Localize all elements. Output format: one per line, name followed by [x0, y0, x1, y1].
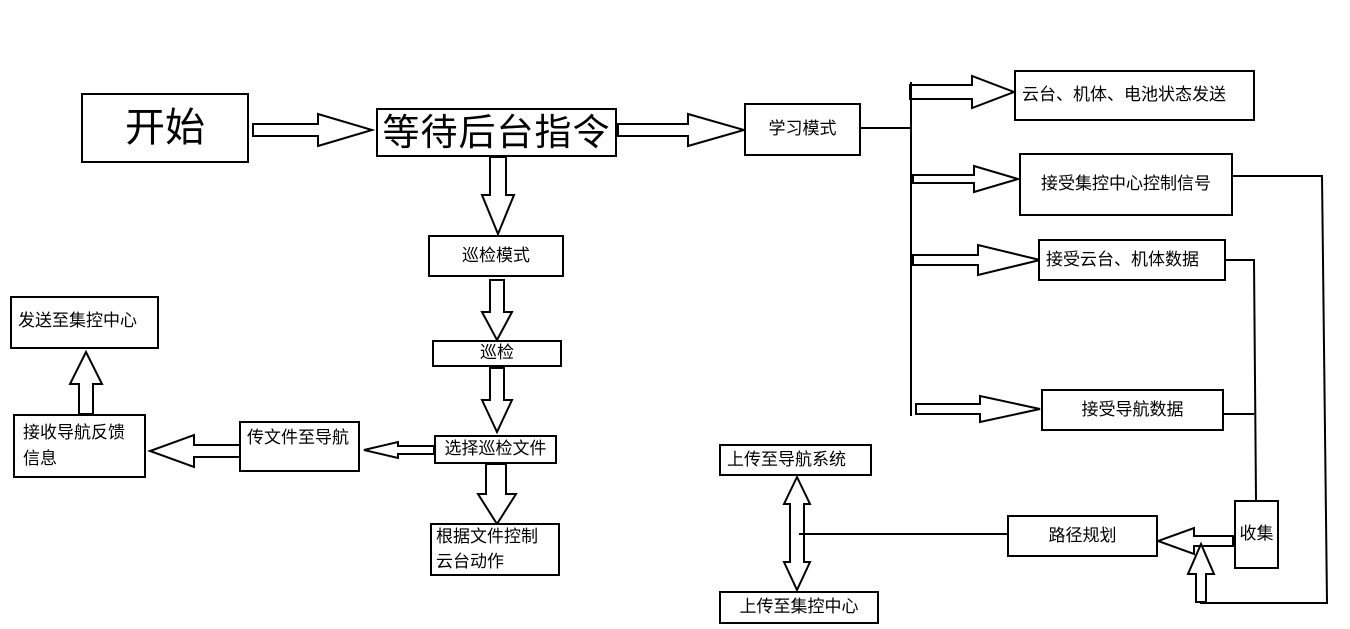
node-control-gimbal: 根据文件控制云台动作	[430, 523, 560, 576]
node-receive-nav-feedback: 接收导航反馈信息	[13, 414, 146, 478]
node-send-status: 云台、机体、电池状态发送	[1014, 70, 1255, 121]
arrow-collect-to-path	[1155, 526, 1234, 556]
node-send-file-nav: 传文件至导航	[239, 421, 360, 472]
node-select-patrol-file: 选择巡检文件	[434, 435, 557, 464]
arrow-branch-to-gimbal	[912, 243, 1041, 277]
node-learning-mode: 学习模式	[744, 103, 861, 156]
node-path-planning: 路径规划	[1007, 515, 1158, 557]
node-receive-gimbal-data: 接受云台、机体数据	[1038, 239, 1226, 281]
node-upload-nav: 上传至导航系统	[719, 444, 872, 476]
arrow-sendfile-to-feedback	[147, 433, 241, 469]
arrow-feedback-to-center	[68, 349, 104, 415]
node-receive-control: 接受集控中心控制信号	[1019, 153, 1233, 216]
node-send-to-center: 发送至集控中心	[10, 296, 159, 349]
node-patrol: 巡检	[432, 340, 562, 367]
node-patrol-mode: 巡检模式	[428, 235, 564, 277]
arrow-select-to-sendfile	[363, 440, 435, 460]
node-collect: 收集	[1234, 500, 1279, 569]
arrow-upload-double	[782, 474, 812, 593]
node-start: 开始	[81, 93, 249, 163]
node-receive-nav-data: 接受导航数据	[1041, 389, 1224, 431]
line-control-loop	[1200, 175, 1329, 604]
arrow-branch-to-status	[909, 74, 1017, 110]
arrow-patrol-to-select	[480, 367, 514, 435]
arrow-branch-to-nav	[915, 394, 1041, 424]
node-wait-command: 等待后台指令	[376, 108, 617, 157]
arrow-select-to-control	[476, 463, 518, 526]
arrow-wait-to-learning	[617, 112, 748, 148]
arrow-loop-up	[1186, 541, 1216, 603]
line-gimbal-to-collect	[1226, 259, 1257, 501]
arrow-branch-to-control	[912, 164, 1022, 194]
arrow-patrolmode-to-patrol	[480, 279, 514, 343]
node-upload-center: 上传至集控中心	[719, 591, 879, 624]
arrow-wait-to-patrol-mode	[480, 156, 516, 237]
arrow-start-to-wait	[252, 112, 376, 148]
